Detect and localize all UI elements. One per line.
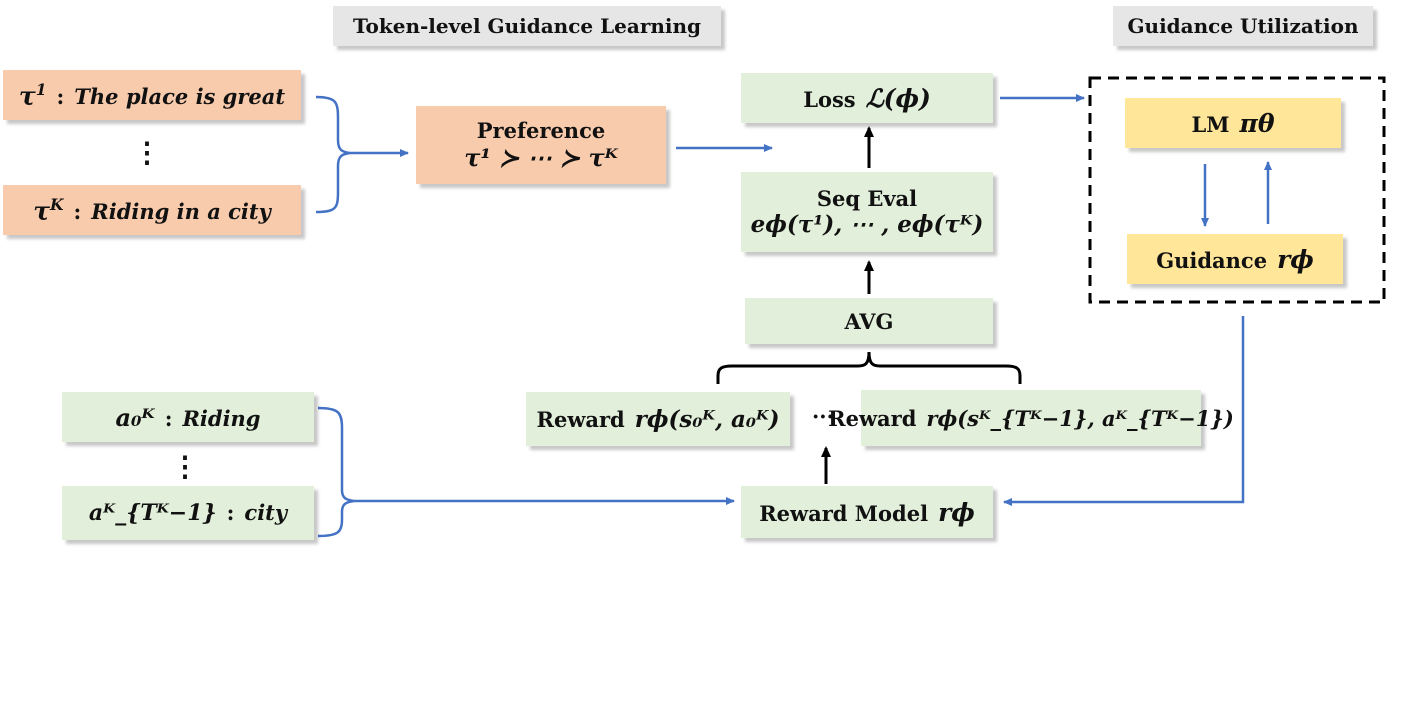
- guidance-label: Guidance: [1156, 247, 1268, 273]
- header-guidance-learning: Token-level Guidance Learning: [333, 6, 721, 46]
- trajectory-first-sep: :: [56, 84, 65, 110]
- lm-label: LM: [1191, 111, 1230, 137]
- reward-model-label: Reward Model: [759, 500, 929, 526]
- loss-label: Loss: [803, 86, 856, 112]
- reward-brace: [716, 351, 1022, 384]
- header-utilization-text: Guidance Utilization: [1127, 14, 1359, 38]
- preference-formula: τ¹ ≻ ⋯ ≻ τᴷ: [464, 143, 618, 172]
- guidance-formula: rϕ: [1277, 244, 1314, 274]
- seq-eval-box: Seq Eval eϕ(τ¹), ⋯ , eϕ(τᴷ): [741, 172, 993, 252]
- trajectory-ellipsis: ⋮: [133, 136, 161, 169]
- trajectory-last-box: τK : Riding in a city: [3, 185, 301, 235]
- action-ellipsis: ⋮: [171, 450, 199, 483]
- lm-policy-box: LM πθ: [1125, 98, 1341, 148]
- loss-formula: ℒ(ϕ): [865, 83, 931, 113]
- reward-last-box: Reward rϕ(sᴷ_{Tᴷ−1}, aᴷ_{Tᴷ−1}): [828, 390, 1234, 446]
- preference-title: Preference: [476, 118, 606, 143]
- reward-ellipsis: ···: [812, 404, 834, 429]
- reward-last-formula: rϕ(sᴷ_{Tᴷ−1}, aᴷ_{Tᴷ−1}): [926, 405, 1234, 431]
- utilization-frame: [1088, 76, 1386, 304]
- loss-box: Loss ℒ(ϕ): [741, 73, 993, 123]
- trajectory-first-box: τ1 : The place is great: [3, 70, 301, 120]
- trajectory-brace: [315, 95, 351, 214]
- trajectory-last-symbol: τK: [33, 194, 64, 226]
- action-last-text: city: [244, 500, 288, 525]
- action-last-box: aᴷ_{Tᴷ−1} : city: [62, 486, 314, 540]
- header-learning-text: Token-level Guidance Learning: [352, 14, 702, 38]
- action-last-sep: :: [226, 500, 235, 525]
- reward-model-formula: rϕ: [938, 497, 975, 527]
- seq-eval-formula: eϕ(τ¹), ⋯ , eϕ(τᴷ): [750, 211, 984, 238]
- action-first-box: a₀ᴷ : Riding: [62, 392, 314, 442]
- reward-first-label: Reward: [536, 406, 625, 432]
- header-guidance-utilization: Guidance Utilization: [1113, 6, 1373, 46]
- trajectory-last-sep: :: [73, 199, 82, 225]
- guidance-box: Guidance rϕ: [1127, 234, 1343, 284]
- action-first-sep: :: [164, 405, 173, 431]
- reward-model-box: Reward Model rϕ: [741, 486, 993, 538]
- action-first-text: Riding: [182, 405, 261, 431]
- reward-first-formula: rϕ(s₀ᴷ, a₀ᴷ): [634, 405, 780, 433]
- lm-formula: πθ: [1239, 108, 1275, 138]
- action-first-formula: a₀ᴷ: [115, 402, 155, 432]
- reward-first-box: Reward rϕ(s₀ᴷ, a₀ᴷ): [526, 392, 790, 446]
- seq-eval-title: Seq Eval: [816, 186, 918, 211]
- avg-label: AVG: [844, 308, 894, 334]
- arrow-utilization-to-reward-model: [1003, 316, 1245, 506]
- trajectory-last-text: Riding in a city: [91, 199, 271, 225]
- avg-box: AVG: [745, 298, 993, 344]
- action-brace: [317, 406, 355, 538]
- action-last-formula: aᴷ_{Tᴷ−1}: [88, 500, 217, 526]
- trajectory-first-text: The place is great: [74, 84, 286, 110]
- trajectory-first-symbol: τ1: [18, 79, 47, 111]
- preference-box: Preference τ¹ ≻ ⋯ ≻ τᴷ: [416, 106, 666, 184]
- reward-last-label: Reward: [828, 405, 917, 431]
